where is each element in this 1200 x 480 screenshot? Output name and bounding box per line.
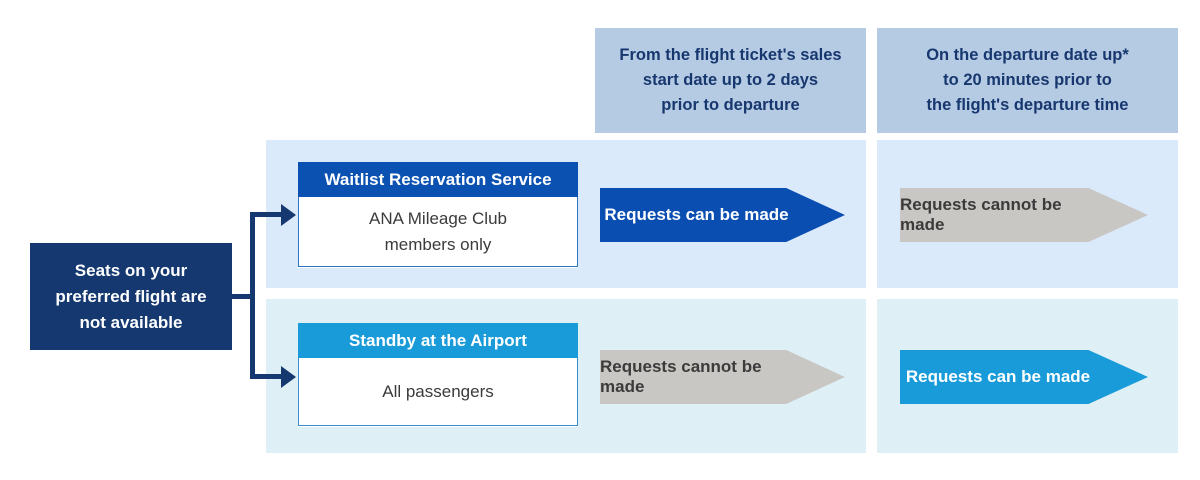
- arrowhead-top-icon: [281, 204, 296, 226]
- standby-service-title: Standby at the Airport: [298, 323, 578, 358]
- column-header-sales-period: From the flight ticket's sales start dat…: [595, 28, 866, 133]
- standby-eligibility: All passengers: [298, 358, 578, 426]
- arrowhead-bottom-icon: [281, 366, 296, 388]
- source-node-line: Seats on your: [74, 260, 188, 280]
- badge-waitlist-departure-day: Requests cannot be made: [900, 188, 1148, 242]
- connector-branch-bottom: [250, 374, 281, 379]
- badge-standby-sales-period: Requests cannot be made: [600, 350, 845, 404]
- badge-label: Requests cannot be made: [600, 357, 762, 396]
- column-header-line: On the departure date up*: [926, 46, 1129, 64]
- column-header-line: to 20 minutes prior to: [943, 71, 1112, 89]
- column-header-line: From the flight ticket's sales: [619, 46, 842, 64]
- waitlist-service-box: Waitlist Reservation Service ANA Mileage…: [298, 162, 578, 268]
- source-node-line: not available: [79, 312, 183, 332]
- badge-label: Requests can be made: [905, 367, 1091, 386]
- eligibility-line: ANA Mileage Club: [369, 208, 507, 228]
- column-header-line: start date up to 2 days: [642, 71, 819, 89]
- column-header-departure-day: On the departure date up* to 20 minutes …: [877, 28, 1178, 133]
- connector-branch-top: [250, 212, 281, 217]
- column-header-line: the flight's departure time: [926, 96, 1129, 114]
- waitlist-eligibility: ANA Mileage Club members only: [298, 197, 578, 267]
- eligibility-line: All passengers: [382, 381, 494, 401]
- source-node-line: preferred flight are: [55, 286, 207, 306]
- eligibility-line: members only: [384, 234, 492, 254]
- badge-standby-departure-day: Requests can be made: [900, 350, 1148, 404]
- badge-waitlist-sales-period: Requests can be made: [600, 188, 845, 242]
- connector-stub: [232, 294, 252, 299]
- standby-service-box: Standby at the Airport All passengers: [298, 323, 578, 427]
- waitlist-service-title: Waitlist Reservation Service: [298, 162, 578, 197]
- connector-trunk: [250, 212, 255, 379]
- column-header-line: prior to departure: [661, 96, 800, 114]
- badge-label: Requests can be made: [604, 205, 789, 224]
- badge-label: Requests cannot be made: [900, 195, 1062, 234]
- source-node-seats-unavailable: Seats on your preferred flight are not a…: [30, 243, 232, 350]
